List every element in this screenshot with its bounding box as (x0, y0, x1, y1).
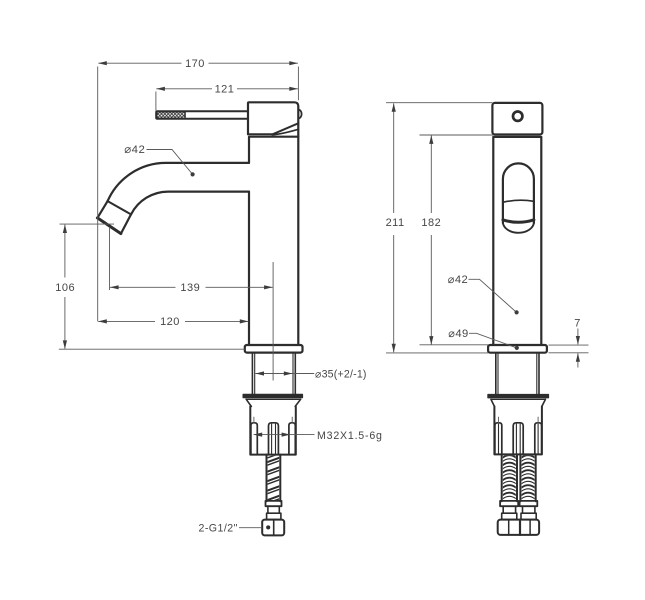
svg-text:⌀42: ⌀42 (448, 274, 468, 286)
svg-text:⌀49: ⌀49 (448, 328, 468, 340)
svg-text:⌀35(+2/-1): ⌀35(+2/-1) (315, 368, 367, 380)
svg-text:106: 106 (55, 282, 75, 294)
svg-text:2-G1/2": 2-G1/2" (198, 523, 237, 535)
svg-text:⌀42: ⌀42 (124, 144, 145, 156)
svg-text:121: 121 (215, 84, 235, 96)
svg-text:120: 120 (160, 316, 180, 328)
svg-text:7: 7 (574, 318, 581, 330)
svg-text:139: 139 (180, 282, 200, 294)
svg-text:170: 170 (185, 58, 205, 70)
svg-text:M32X1.5-6g: M32X1.5-6g (317, 430, 383, 442)
svg-text:182: 182 (421, 217, 441, 229)
svg-text:211: 211 (386, 217, 405, 229)
